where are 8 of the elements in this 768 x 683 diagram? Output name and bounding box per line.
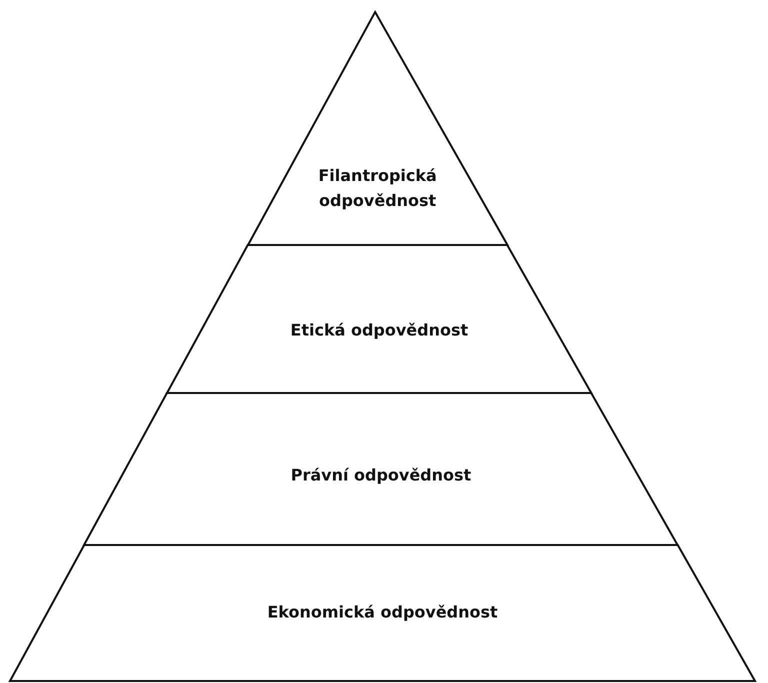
tier-label: Etická odpovědnost [289, 320, 470, 342]
pyramid-tier [167, 245, 592, 393]
tier-label: Právní odpovědnost [290, 464, 472, 486]
pyramid-apex-tier [248, 12, 508, 245]
pyramid-tier [10, 545, 755, 681]
pyramid-tier [84, 393, 678, 545]
tier-label: Filantropická odpovědnost [317, 165, 438, 212]
tier-label: Ekonomická odpovědnost [266, 602, 499, 624]
